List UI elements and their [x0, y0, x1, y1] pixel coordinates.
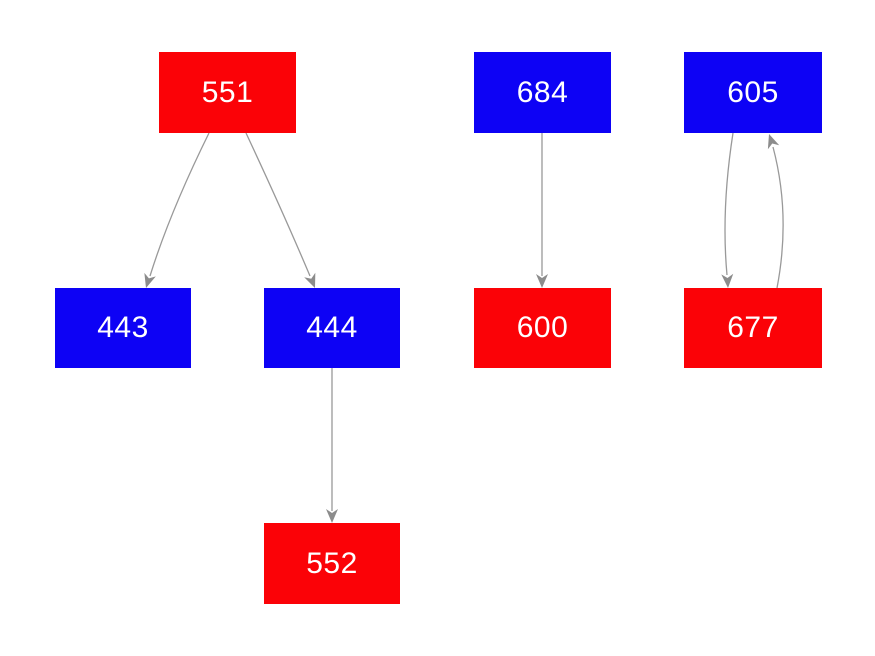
node-label: 605 — [727, 75, 779, 109]
edge-line-677-605 — [772, 146, 784, 289]
graph-node-444[interactable]: 444 — [264, 288, 400, 368]
arrowhead-icon-551-444 — [304, 272, 316, 288]
graph-node-605[interactable]: 605 — [684, 52, 822, 133]
arrowhead-icon-444-552 — [326, 509, 338, 523]
arrowhead-icon-684-600 — [536, 274, 548, 288]
graph-node-443[interactable]: 443 — [55, 288, 191, 368]
graph-node-684[interactable]: 684 — [474, 52, 611, 133]
arrowhead-icon-551-443 — [144, 272, 156, 288]
graph-node-552[interactable]: 552 — [264, 523, 400, 604]
arrowhead-icon-677-605 — [767, 134, 780, 150]
node-label: 444 — [306, 311, 358, 344]
node-label: 551 — [201, 75, 254, 109]
graph-node-677[interactable]: 677 — [684, 288, 822, 368]
node-label: 600 — [516, 311, 569, 344]
node-label: 684 — [516, 75, 569, 109]
arrowhead-icon-605-677 — [721, 273, 734, 288]
graph-node-600[interactable]: 600 — [474, 288, 611, 368]
node-label: 552 — [306, 546, 358, 580]
edge-line-551-444 — [245, 132, 311, 277]
edge-line-551-443 — [149, 132, 210, 277]
node-label: 677 — [727, 311, 779, 344]
graph-node-551[interactable]: 551 — [159, 52, 296, 133]
node-label: 443 — [97, 311, 149, 344]
edge-line-605-677 — [724, 132, 734, 276]
